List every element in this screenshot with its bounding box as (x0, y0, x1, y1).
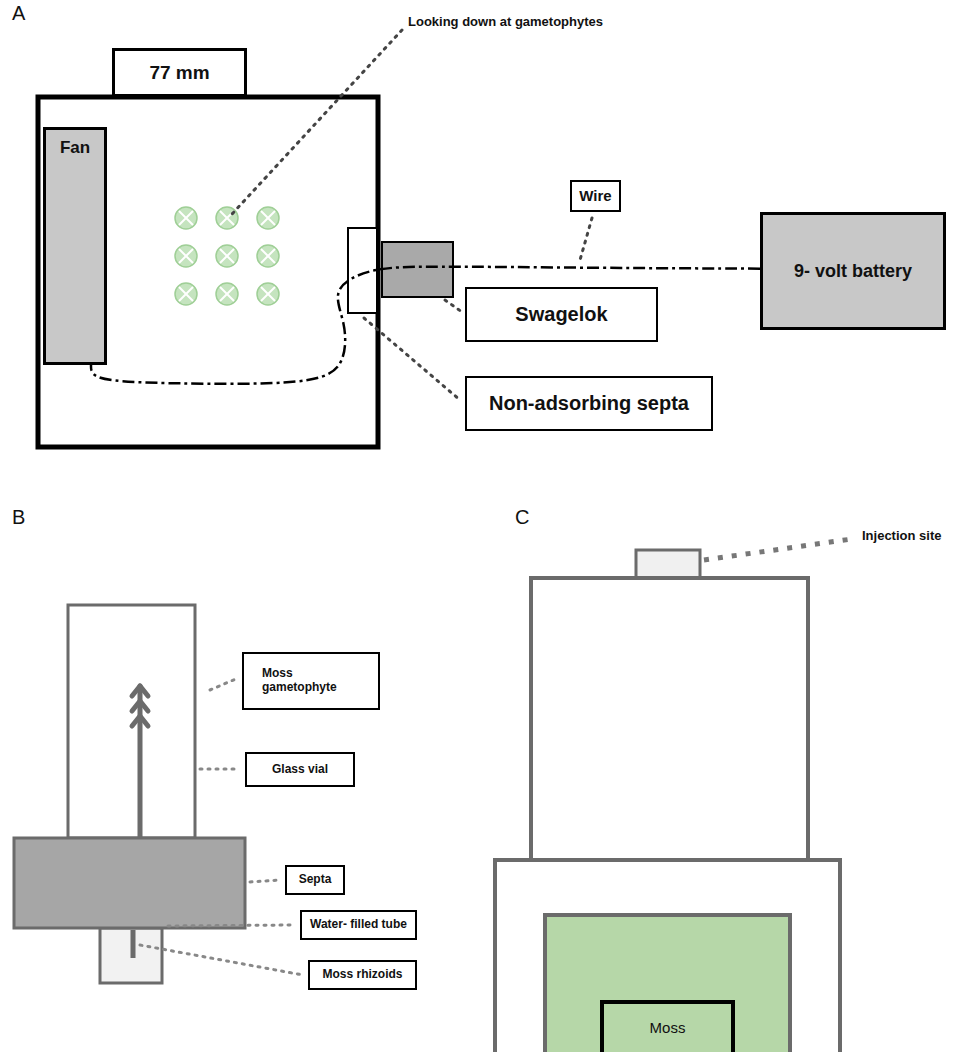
gametophyte (257, 283, 279, 305)
leader-lines (140, 678, 303, 975)
box-text: Fan (60, 138, 90, 158)
chamber-outline (38, 97, 378, 447)
callout-box: Wire (570, 180, 621, 212)
gametophyte (216, 245, 238, 267)
panel-letter: A (12, 2, 25, 25)
box-text: Glass vial (272, 763, 328, 777)
box-text: Moss (650, 1019, 686, 1036)
box-text: Moss rhizoids (322, 968, 402, 982)
dimension-box: 77 mm (112, 48, 247, 97)
moss-box: Moss (600, 1000, 735, 1052)
gametophyte (216, 283, 238, 305)
gametophyte (216, 207, 238, 229)
moss-plant (132, 686, 148, 840)
box-text: Non-adsorbing septa (489, 392, 689, 415)
box-text: Moss gametophyte (262, 667, 360, 695)
box-text: Swagelok (515, 303, 607, 326)
box-text: Wire (579, 187, 611, 204)
box-text: 9- volt battery (794, 261, 912, 282)
callout-box: Moss gametophyte (242, 652, 380, 710)
gametophyte (257, 207, 279, 229)
panel-letter: C (515, 506, 529, 529)
box-text: Septa (299, 873, 332, 887)
callout-box: Septa (285, 865, 345, 895)
septa-disk (14, 838, 245, 928)
fan-box: Fan (43, 127, 107, 365)
gametophyte (175, 283, 197, 305)
leader-lines (232, 30, 592, 400)
gametophyte (175, 245, 197, 267)
septa-part (348, 228, 377, 313)
vial-base (495, 860, 840, 1052)
rhizoids (131, 930, 136, 958)
panel-letter: B (12, 506, 25, 529)
box-text: 77 mm (149, 62, 209, 84)
callout-box: Glass vial (245, 752, 355, 787)
callout-box: Water- filled tube (300, 910, 417, 940)
callout-text: Injection site (862, 528, 941, 543)
swagelok-part (382, 242, 453, 297)
callout-box: Non-adsorbing septa (465, 376, 713, 431)
box-text: Water- filled tube (310, 918, 407, 932)
water-tube (100, 928, 162, 983)
injection-port (636, 550, 700, 578)
moss-region (545, 915, 790, 1052)
vial-body (531, 578, 808, 860)
battery-box: 9- volt battery (760, 212, 946, 330)
leader-line (704, 539, 852, 560)
gametophyte (175, 207, 197, 229)
wire (91, 267, 760, 384)
callout-box: Moss rhizoids (308, 960, 417, 990)
gametophytes (175, 207, 279, 305)
glass-vial (68, 605, 195, 838)
callout-box: Swagelok (465, 287, 658, 342)
gametophyte (257, 245, 279, 267)
callout-text: Looking down at gametophytes (408, 14, 603, 29)
